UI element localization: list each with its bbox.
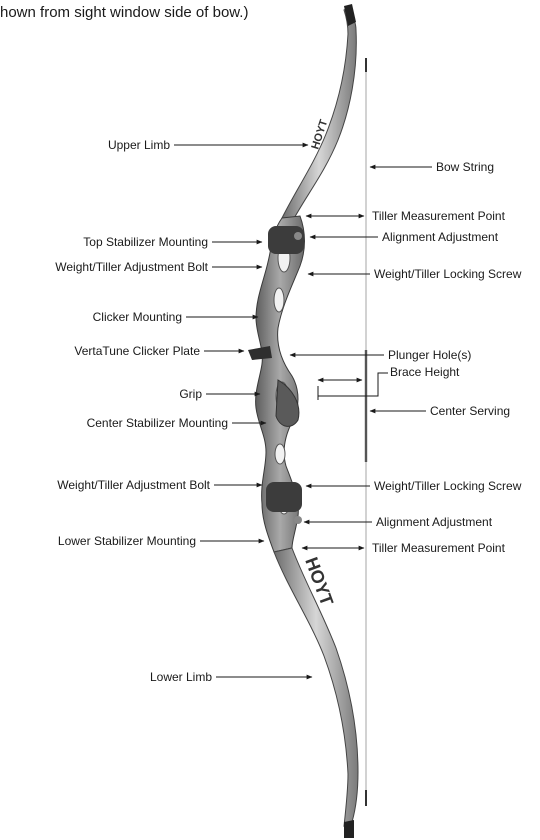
label-tiller-point-top: Tiller Measurement Point [372,209,505,223]
label-bow-string: Bow String [436,160,494,174]
label-clicker-plate: VertaTune Clicker Plate [74,344,200,358]
label-tiller-point-bottom: Tiller Measurement Point [372,541,505,555]
label-center-serving: Center Serving [430,404,510,418]
upper-limb-shape [282,8,356,222]
label-brace-height: Brace Height [390,365,459,379]
riser-cutout-2 [274,288,284,312]
label-clicker-mounting: Clicker Mounting [93,310,182,324]
label-center-stabilizer: Center Stabilizer Mounting [87,416,228,430]
label-weight-bolt-top: Weight/Tiller Adjustment Bolt [55,260,208,274]
label-weight-bolt-bottom: Weight/Tiller Adjustment Bolt [57,478,210,492]
label-upper-limb: Upper Limb [108,138,170,152]
lower-limb-pocket [266,482,302,512]
lower-limb-tip [344,820,354,838]
riser-cutout-4 [275,444,285,464]
lower-alignment-screw [294,516,302,524]
label-alignment-bottom: Alignment Adjustment [376,515,492,529]
label-grip: Grip [179,387,202,401]
label-lower-limb: Lower Limb [150,670,212,684]
label-locking-screw-top: Weight/Tiller Locking Screw [374,267,521,281]
label-top-stabilizer: Top Stabilizer Mounting [83,235,208,249]
leader-brace-height [318,373,388,396]
upper-alignment-screw [294,232,302,240]
label-lower-stabilizer: Lower Stabilizer Mounting [58,534,196,548]
upper-limb-pocket [268,226,304,254]
clicker-plate-shape [248,346,272,360]
label-alignment-top: Alignment Adjustment [382,230,498,244]
label-plunger-holes: Plunger Hole(s) [388,348,471,362]
label-locking-screw-bottom: Weight/Tiller Locking Screw [374,479,521,493]
